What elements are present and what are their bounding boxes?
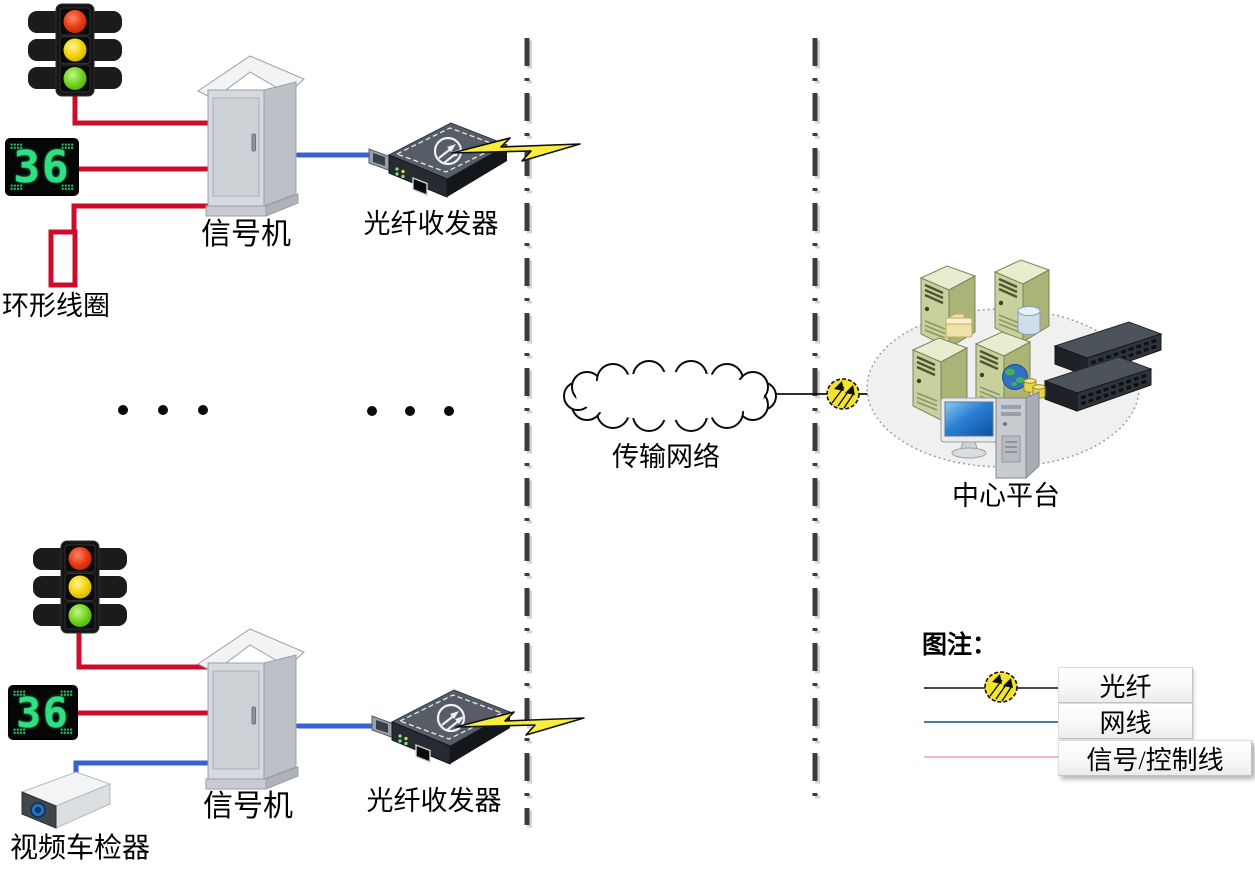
network-line-camera xyxy=(73,760,211,775)
fiber-transceiver-label-top: 光纤收发器 xyxy=(363,209,499,239)
transmission-network-label: 传输网络 xyxy=(612,442,720,472)
signal-controller-label-top: 信号机 xyxy=(201,218,291,251)
workstation-monitor-icon xyxy=(940,397,998,459)
legend-item-network-label: 网线 xyxy=(1099,708,1152,738)
network-lines xyxy=(73,152,378,775)
fiber-connector-mid xyxy=(826,378,860,410)
transmission-network-cloud xyxy=(563,360,869,432)
central-platform-label: 中心平台 xyxy=(952,481,1060,511)
legend-title: 图注： xyxy=(922,632,998,659)
central-platform xyxy=(866,258,1163,480)
signal-controller-bottom xyxy=(197,628,305,790)
countdown-display-bottom: 36 xyxy=(8,685,78,740)
legend-item-fiber-label: 光纤 xyxy=(1099,672,1152,702)
database-icon xyxy=(1017,306,1041,335)
countdown-display-top: 36 xyxy=(5,138,79,196)
boundary-line-shadows xyxy=(527,40,820,828)
fiber-transceiver-top xyxy=(367,121,509,199)
video-detector-label: 视频车检器 xyxy=(9,833,150,864)
loop-coil-icon xyxy=(48,229,78,288)
repetition-ellipsis xyxy=(118,405,454,416)
folder-icon xyxy=(945,313,973,338)
signal-control-lines xyxy=(48,95,208,716)
signal-line-trafficlight-top xyxy=(72,95,208,126)
legend-item-signal-label: 信号/控制线 xyxy=(1086,745,1224,775)
workstation-tower-icon xyxy=(995,391,1040,480)
legend-item-signal: 信号/控制线 xyxy=(1058,740,1252,776)
legend-item-fiber: 光纤 xyxy=(1058,667,1193,703)
video-detector-camera xyxy=(21,771,111,829)
fiber-transceiver-label-bottom: 光纤收发器 xyxy=(366,786,502,816)
led-decor xyxy=(60,690,73,697)
boundary-lines xyxy=(524,38,818,825)
led-decor xyxy=(10,143,23,150)
loop-coil-label: 环形线圈 xyxy=(2,291,110,321)
signal-controller-top xyxy=(197,55,305,217)
signal-controller-label-bottom: 信号机 xyxy=(203,790,293,823)
led-decor xyxy=(61,143,74,150)
traffic-light-top xyxy=(27,3,123,97)
fiber-connector-legend xyxy=(984,671,1018,703)
traffic-light-bottom xyxy=(32,540,128,634)
fiber-transceiver-bottom xyxy=(370,688,512,766)
led-decor xyxy=(13,728,26,735)
legend-item-network: 网线 xyxy=(1058,703,1193,739)
led-decor xyxy=(10,184,23,191)
led-decor xyxy=(13,690,26,697)
led-decor xyxy=(60,728,73,735)
led-decor xyxy=(61,184,74,191)
signal-line-trafficlight-bottom xyxy=(76,632,208,670)
signal-line-loopcoil xyxy=(71,203,208,231)
